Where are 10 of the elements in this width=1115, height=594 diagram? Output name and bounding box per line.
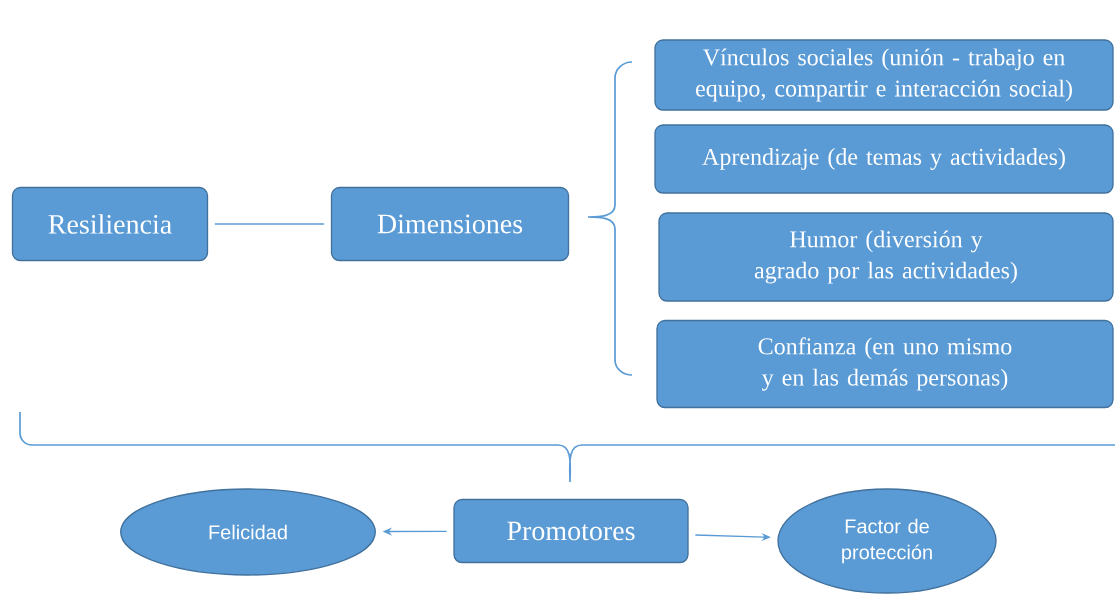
rounded-box: Dimensiones [330,186,570,262]
ellipse-node: Factor de protección [777,488,997,594]
rounded-box: Confianza (en uno mismo y en las demás personas) [656,319,1114,409]
rounded-box: Resiliencia [11,186,209,262]
rounded-box: Vínculos sociales (unión - trabajo en equipo, compartir e interacción social) [654,39,1114,111]
rounded-box: Aprendizaje (de temas y actividades) [654,124,1114,194]
ellipse-node: Felicidad [120,488,376,576]
connector [214,223,325,225]
rounded-box: Humor (diversión y agrado por las actividades) [658,212,1114,302]
rounded-box: Promotores [453,498,689,564]
